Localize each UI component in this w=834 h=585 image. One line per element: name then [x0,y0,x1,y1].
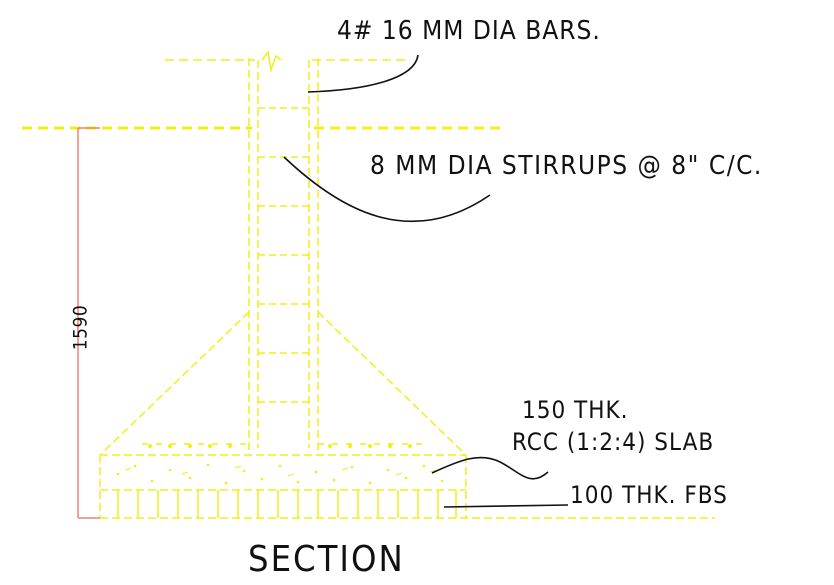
fbs-layer [100,490,715,519]
label-stirrups: 8 MM DIA STIRRUPS @ 8" C/C. [370,151,763,181]
dimension-line [77,127,100,519]
footing-slopes [99,311,467,456]
rcc-slab-dashes [124,465,437,477]
label-slab-thickness: 150 THK. [522,396,629,424]
label-main-bars: 4# 16 MM DIA BARS. [337,16,601,46]
rcc-slab [99,454,467,518]
column-break-mark [261,50,282,73]
label-fbs: 100 THK. FBS [570,481,728,509]
label-slab-mix: RCC (1:2:4) SLAB [512,428,715,456]
rcc-slab-hatch [116,463,444,485]
stirrups [258,107,309,403]
drawing-title: SECTION [248,539,405,580]
dimension-value: 1590 [69,304,92,351]
column [248,58,319,455]
footing-bar-dots [148,444,412,448]
leader-lines [283,54,569,508]
